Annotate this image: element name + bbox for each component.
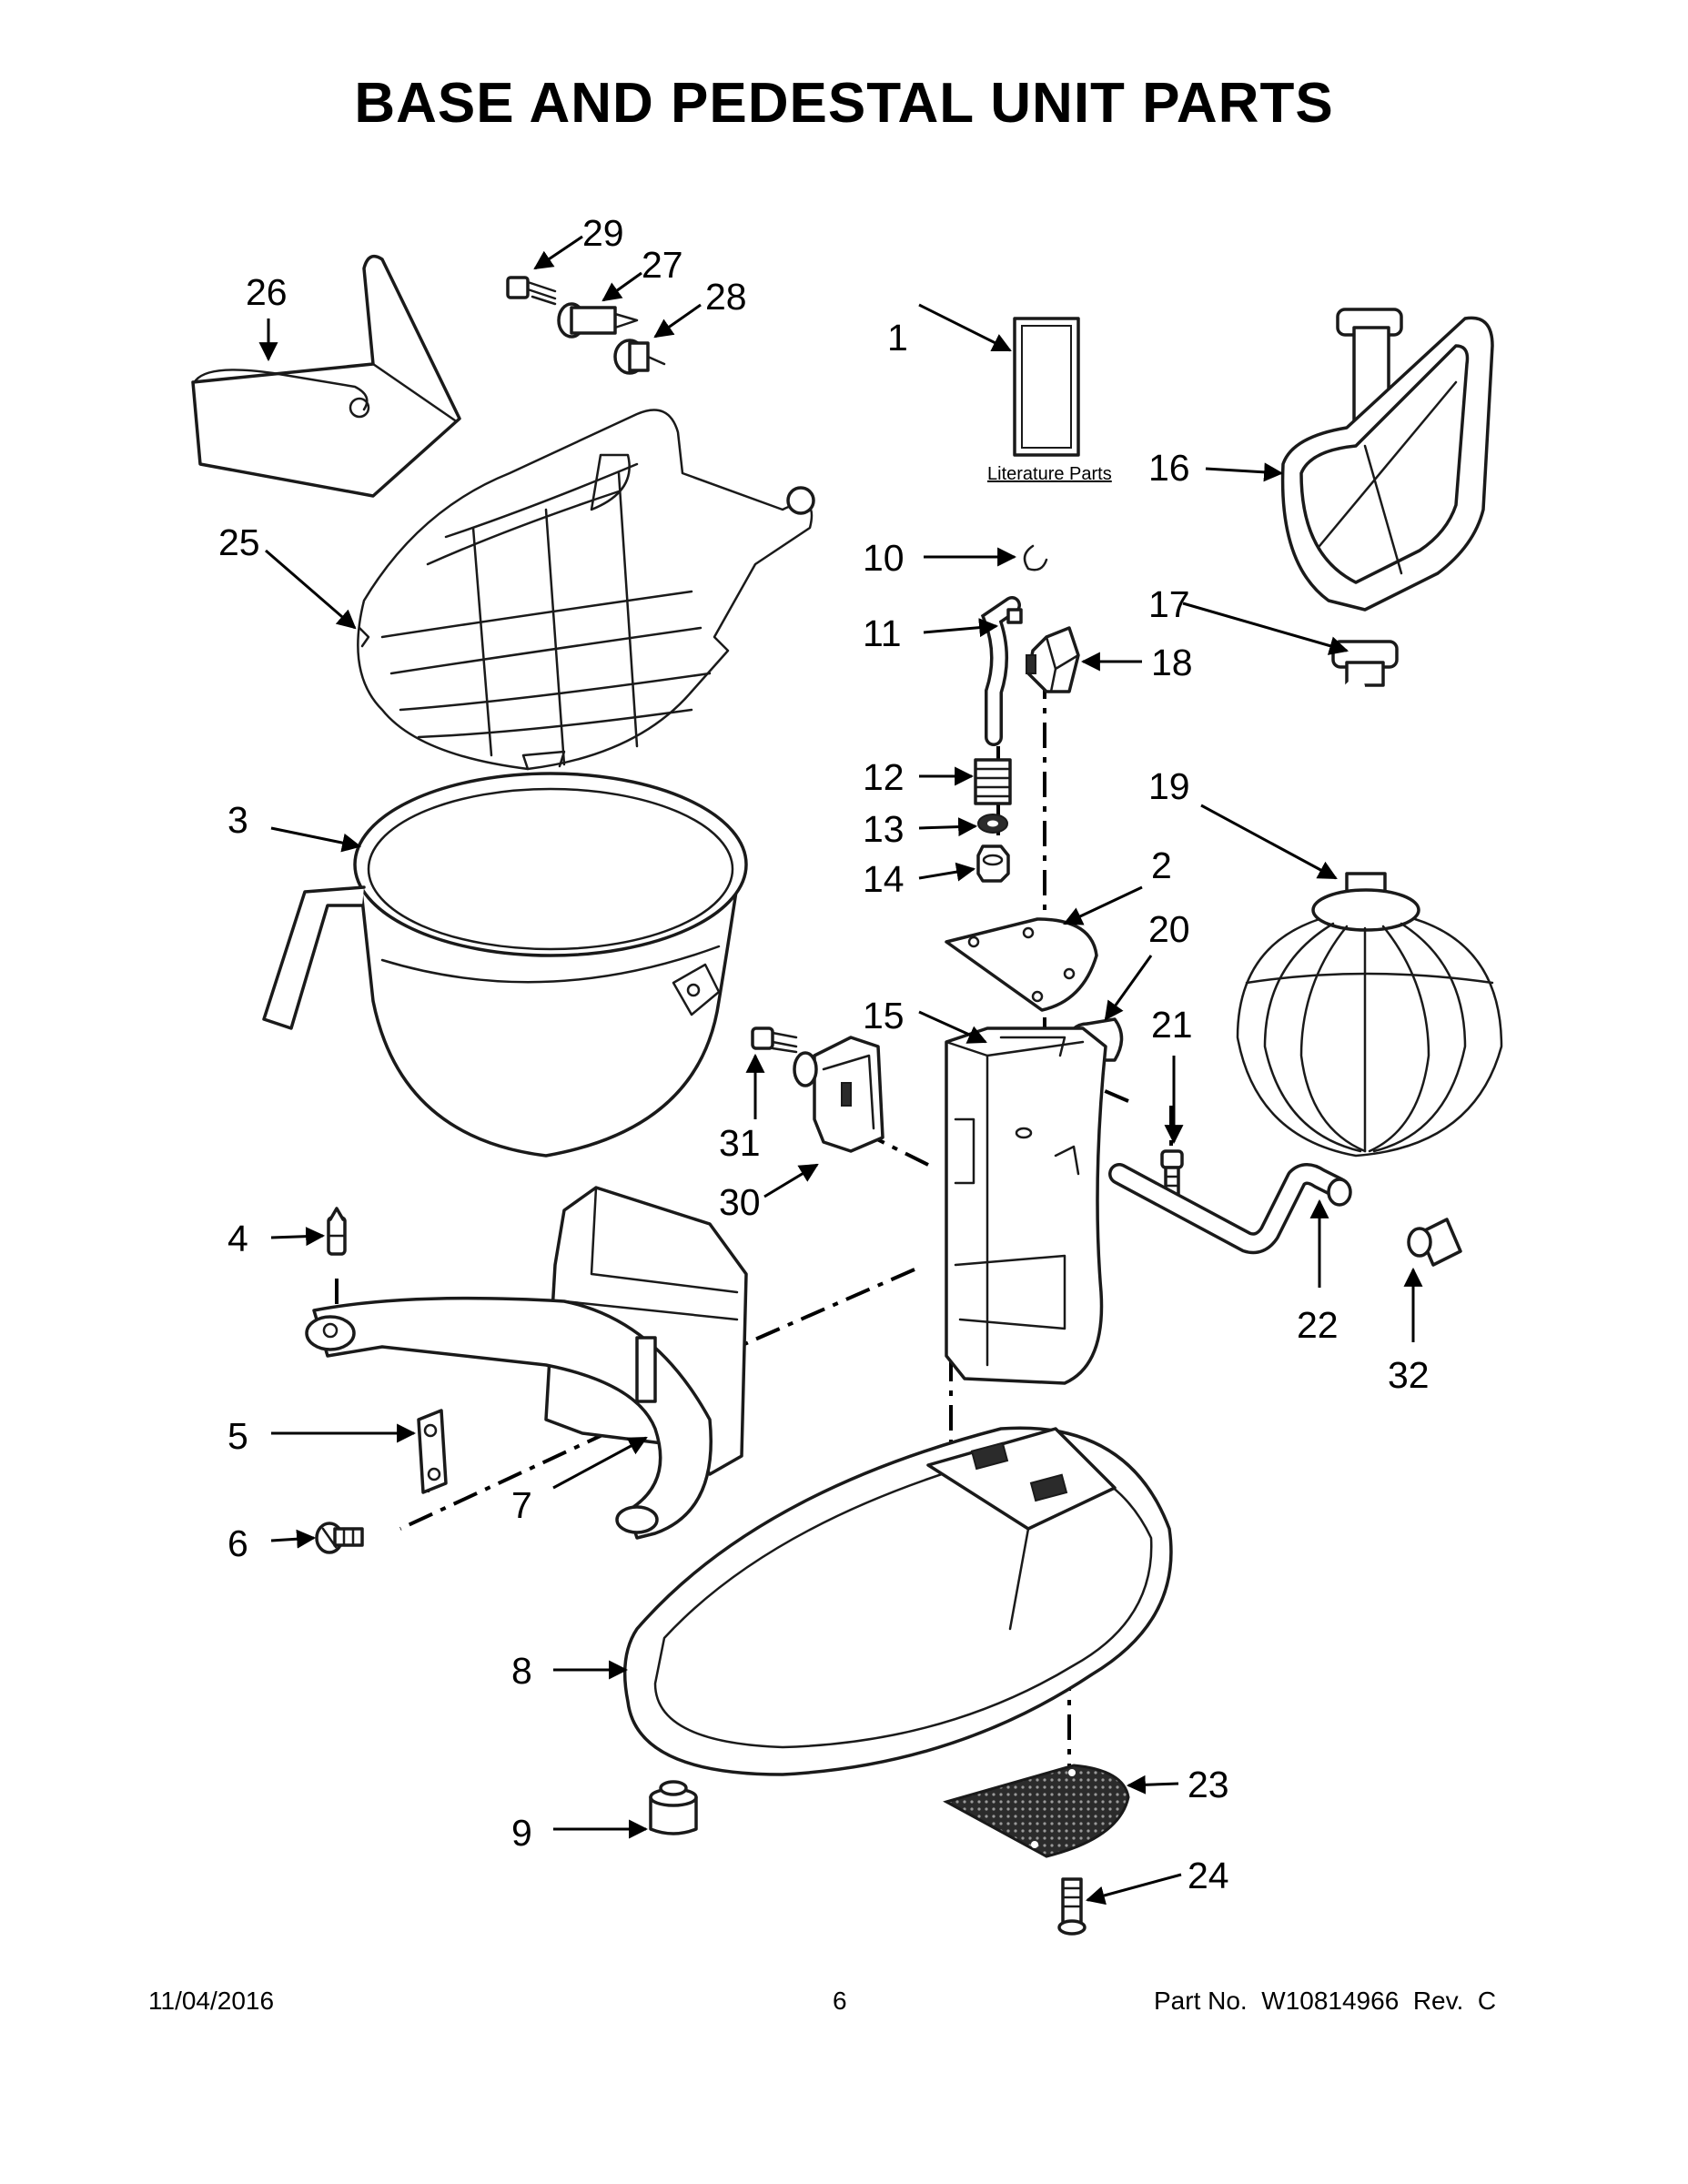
part-9-foot	[649, 1780, 698, 1835]
part-12-spring	[974, 758, 1012, 805]
part-19-wire-whip	[1236, 872, 1503, 1158]
part-5-bracket	[417, 1409, 448, 1494]
callout-12: 12	[863, 756, 905, 798]
part-17-dough-hook	[1318, 640, 1462, 855]
part-25-bowl-guard	[357, 409, 815, 771]
footer-date: 11/04/2016	[148, 1987, 275, 2015]
part-10-clip	[1023, 544, 1048, 571]
callout-10: 10	[863, 537, 905, 579]
callout-29: 29	[582, 212, 624, 254]
part-22-crank	[1108, 1163, 1352, 1255]
callout-30: 30	[719, 1181, 761, 1223]
callout-16: 16	[1148, 447, 1190, 489]
part-29-screw	[506, 276, 557, 306]
callout-6: 6	[227, 1522, 248, 1564]
callout-19: 19	[1148, 765, 1190, 807]
part-30-housing	[793, 1036, 884, 1153]
part-4-pin	[327, 1207, 347, 1256]
callout-26: 26	[246, 271, 288, 313]
leader-lines	[258, 235, 1423, 1906]
part-13-washer	[977, 814, 1008, 834]
callout-24: 24	[1188, 1855, 1229, 1896]
part-14-nut	[976, 844, 1010, 883]
callout-15: 15	[863, 995, 905, 1036]
part-6-screw	[315, 1522, 364, 1554]
callout-27: 27	[642, 244, 683, 286]
part-16-flat-beater	[1280, 308, 1494, 612]
callout-31: 31	[719, 1122, 761, 1164]
callout-23: 23	[1188, 1764, 1229, 1805]
callout-11: 11	[863, 612, 902, 654]
part-7-bowl-support	[305, 1186, 748, 1540]
callout-2: 2	[1151, 844, 1172, 886]
part-28-bushing	[613, 339, 666, 375]
callout-25: 25	[218, 521, 260, 563]
callout-8: 8	[511, 1650, 532, 1692]
callout-20: 20	[1148, 908, 1190, 950]
part-15-pedestal	[945, 1026, 1107, 1385]
part-27-hinge-pin	[557, 302, 639, 339]
part-32-knob	[1407, 1218, 1462, 1267]
callout-1: 1	[887, 317, 908, 359]
callout-17: 17	[1148, 583, 1190, 625]
callout-13: 13	[863, 808, 905, 850]
callout-18: 18	[1151, 642, 1193, 683]
part-8-base	[622, 1426, 1173, 1776]
part-24-screw	[1057, 1877, 1087, 1936]
callout-28: 28	[705, 276, 747, 318]
callout-21: 21	[1151, 1004, 1193, 1046]
callout-22: 22	[1297, 1304, 1339, 1346]
callout-4: 4	[227, 1218, 248, 1259]
part-18-lever-bracket	[1026, 626, 1080, 693]
part-3-bowl	[262, 772, 748, 1158]
footer-page-number: 6	[833, 1987, 847, 2015]
callout-32: 32	[1388, 1354, 1430, 1396]
part-26-pouring-shield	[191, 254, 461, 498]
callout-9: 9	[511, 1812, 532, 1854]
callout-7: 7	[511, 1484, 532, 1526]
footer-part-number: Part No. W10814966 Rev. C	[1154, 1987, 1497, 2015]
callout-14: 14	[863, 858, 905, 900]
callout-3: 3	[227, 799, 248, 841]
literature-label: Literature Parts	[987, 464, 1112, 484]
part-1-literature	[1013, 317, 1080, 457]
callout-5: 5	[227, 1415, 248, 1457]
page-title: BASE AND PEDESTAL UNIT PARTS	[354, 72, 1334, 135]
part-23-screen	[943, 1764, 1130, 1858]
part-2-gasket	[945, 917, 1098, 1012]
callout-numbers: 1 2 3 4 5 6 7 8 9 10 11 12 13 14 15 16 1…	[218, 212, 1430, 1896]
part-31-screw	[751, 1026, 798, 1054]
